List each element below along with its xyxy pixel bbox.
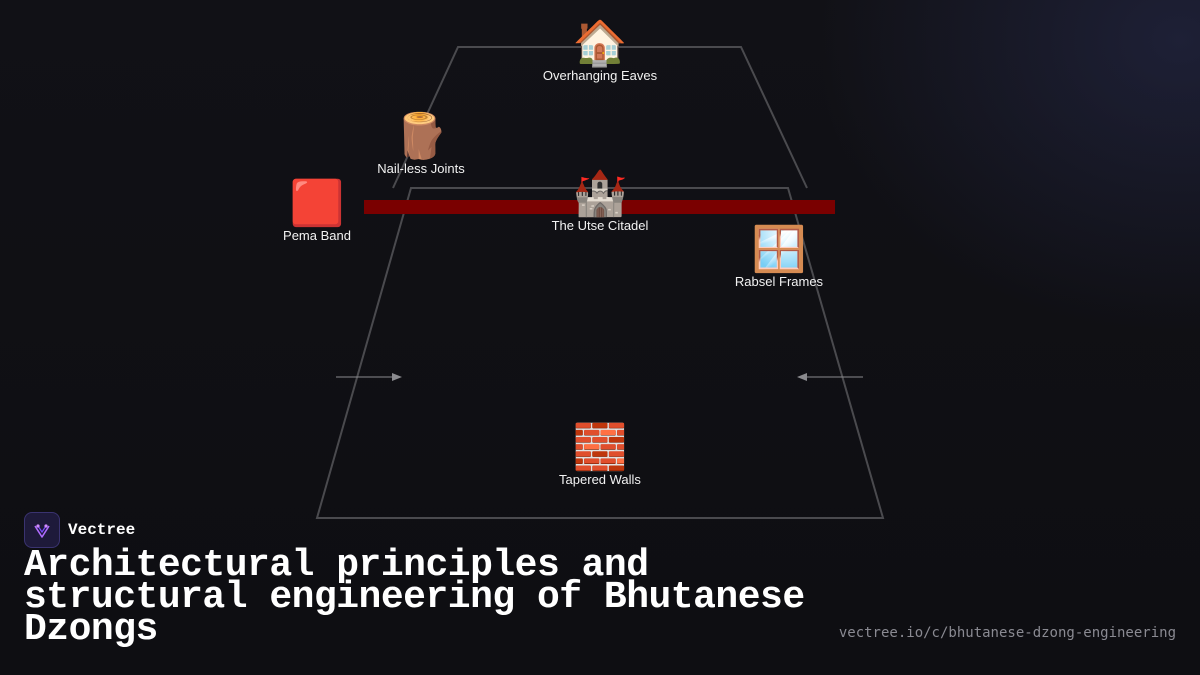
vectree-logo-icon xyxy=(24,512,60,548)
node-label: Pema Band xyxy=(283,228,351,243)
house-icon: 🏠 xyxy=(572,18,628,69)
tapered-wall-outline xyxy=(315,187,885,519)
node-label: The Utse Citadel xyxy=(551,218,649,233)
node-rabsel-frames: 🪟 Rabsel Frames xyxy=(689,226,869,290)
node-pema-band: 🟥 Pema Band xyxy=(227,180,407,244)
brand-name: Vectree xyxy=(68,521,136,539)
pema-band-strip xyxy=(364,200,835,214)
node-overhanging-eaves: 🏠 Overhanging Eaves xyxy=(510,20,690,84)
page-title: Architectural principles and structural … xyxy=(24,544,805,651)
roof-outline xyxy=(392,46,808,189)
window-icon: 🪟 xyxy=(751,224,807,275)
brick-icon: 🧱 xyxy=(572,422,628,473)
node-label: Overhanging Eaves xyxy=(542,68,658,83)
source-url: vectree.io/c/bhutanese-dzong-engineering xyxy=(838,625,1176,641)
node-utse-citadel: 🏰 The Utse Citadel xyxy=(510,170,690,234)
red-square-icon: 🟥 xyxy=(289,178,345,229)
node-label: Rabsel Frames xyxy=(734,274,824,289)
node-nailless-joints: 🪵 Nail-less Joints xyxy=(331,113,511,177)
wood-log-icon: 🪵 xyxy=(393,111,449,162)
castle-icon: 🏰 xyxy=(572,168,628,219)
node-label: Nail-less Joints xyxy=(377,161,465,176)
brand: Vectree xyxy=(24,512,135,548)
node-label: Tapered Walls xyxy=(559,472,641,487)
node-tapered-walls: 🧱 Tapered Walls xyxy=(510,424,690,488)
